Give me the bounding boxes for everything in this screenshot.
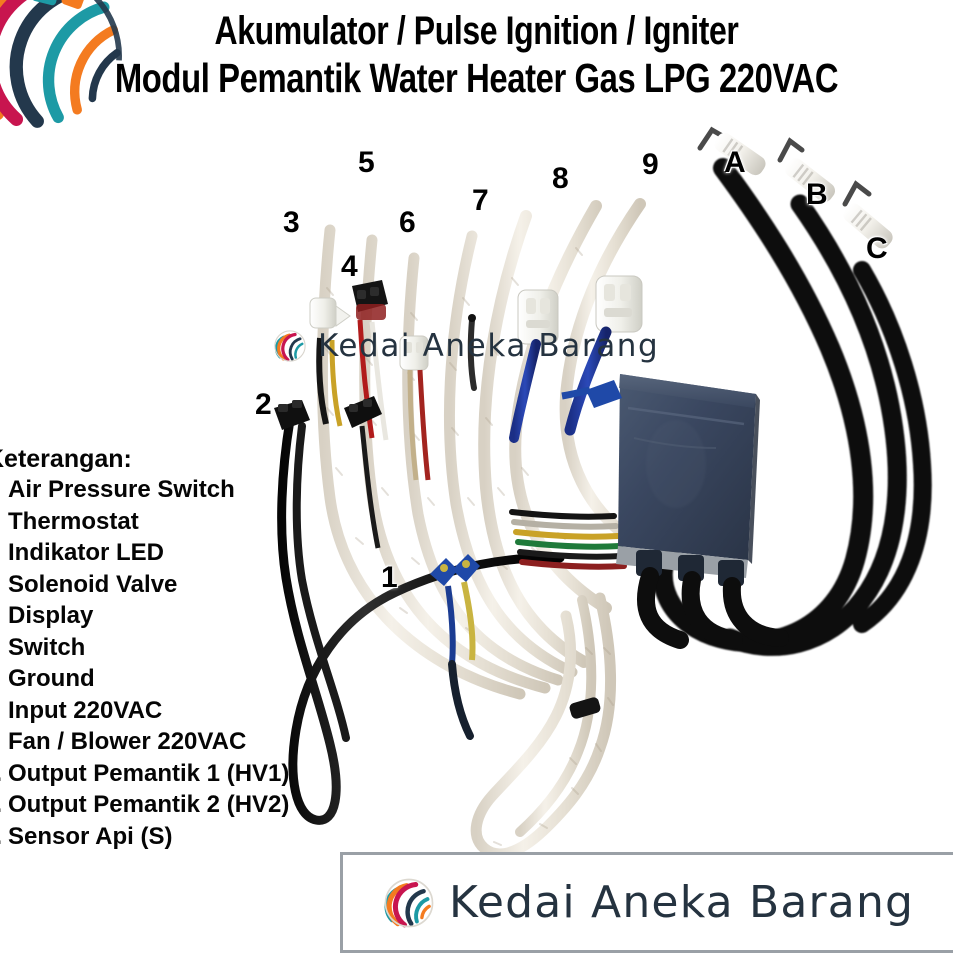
legend-item: 9. Fan / Blower 220VAC [0, 726, 330, 758]
callout-5: 5 [358, 146, 375, 179]
legend-label: Output Pemantik 1 (HV1) [8, 759, 290, 787]
legend-label: Thermostat [8, 507, 139, 535]
legend-label: Ground [8, 665, 95, 692]
bottom-watermark-text: Kedai Aneka Barang [449, 877, 915, 928]
callout-7: 7 [472, 184, 489, 217]
legend-label: Output Pemantik 2 (HV2) [8, 791, 290, 818]
product-photo [274, 126, 932, 860]
legend-panel: Keterangan: 1. Air Pressure Switch 2. Th… [0, 444, 330, 852]
legend-item: 4. Solenoid Valve [0, 569, 330, 601]
legend-item: B. Output Pemantik 2 (HV2) [0, 789, 330, 821]
legend-label: Fan / Blower 220VAC [8, 728, 247, 755]
legend-heading: Keterangan: [0, 445, 132, 473]
legend-label: Input 220VAC [8, 696, 163, 724]
title-line-2: Modul Pemantik Water Heater Gas LPG 220V… [114, 55, 839, 101]
legend-label: Solenoid Valve [8, 570, 178, 598]
legend-label: Display [8, 602, 94, 629]
brand-logo-icon [0, 0, 122, 128]
product-title: Akumulator / Pulse Ignition / Igniter Mo… [0, 8, 953, 102]
legend-label: Air Pressure Switch [8, 476, 235, 503]
legend-item: A. Output Pemantik 1 (HV1) [0, 758, 330, 790]
callout-4: 4 [341, 250, 358, 283]
callout-9: 9 [642, 148, 659, 181]
legend-item: 5. Display [0, 600, 330, 632]
callout-6: 6 [399, 206, 416, 239]
legend-label: Sensor Api (S) [8, 822, 173, 850]
callout-3: 3 [283, 206, 300, 239]
legend-item: 3. Indikator LED [0, 537, 330, 569]
title-line-1: Akumulator / Pulse Ignition / Igniter [214, 9, 739, 53]
legend-item: 8. Input 220VAC [0, 695, 330, 727]
legend-list: 1. Air Pressure Switch 2. Thermostat 3. … [0, 474, 330, 852]
callout-8: 8 [552, 162, 569, 195]
callout-2: 2 [255, 388, 272, 421]
legend-item: 1. Air Pressure Switch [0, 474, 330, 506]
callout-b: B [806, 178, 828, 211]
legend-item: 6. Switch [0, 632, 330, 664]
callout-a: A [724, 146, 746, 179]
control-module-body [616, 374, 789, 649]
legend-item: C. Sensor Api (S) [0, 821, 330, 853]
legend-item: 7. Ground [0, 663, 330, 695]
bottom-watermark-logo-icon [384, 878, 434, 927]
legend-label: Indikator LED [8, 539, 165, 566]
bottom-watermark-box: Kedai Aneka Barang [340, 852, 953, 953]
callout-1: 1 [381, 561, 398, 594]
callout-c: C [866, 232, 888, 265]
legend-item: 2. Thermostat [0, 506, 330, 538]
legend-label: Switch [8, 633, 86, 661]
